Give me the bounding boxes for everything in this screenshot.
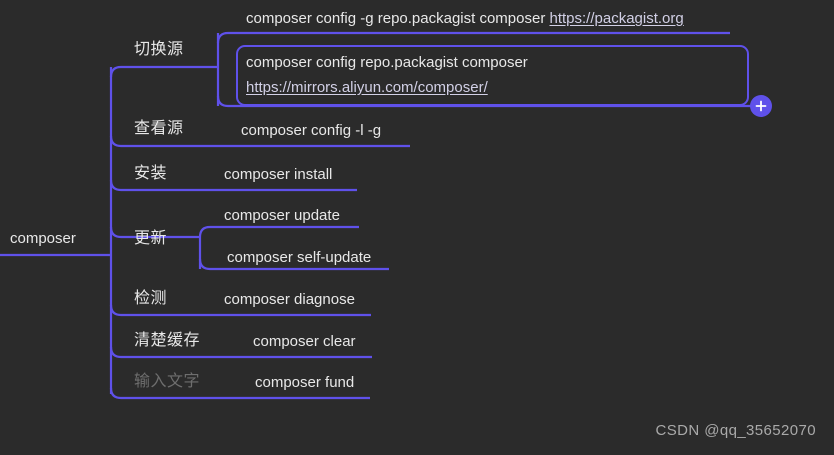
root-node-composer[interactable]: composer <box>10 228 76 249</box>
leaf-node-config-l-g[interactable]: composer config -l -g <box>241 120 381 141</box>
leaf-node-text: composer install <box>224 166 333 183</box>
leaf-node-text: composer update <box>224 207 340 224</box>
aliyun-mirror-url-link[interactable]: https://mirrors.aliyun.com/composer/ <box>246 79 488 96</box>
branch-label-clear-cache[interactable]: 清楚缓存 <box>134 330 200 351</box>
branch-label-text: 查看源 <box>134 120 184 137</box>
leaf-node-config-aliyun-mirror[interactable]: composer config repo.packagist composer … <box>246 50 743 100</box>
branch-label-diagnose[interactable]: 检测 <box>134 288 167 309</box>
watermark: CSDN @qq_35652070 <box>656 422 816 439</box>
branch-label-text: 检测 <box>134 290 168 307</box>
leaf-node-config-g-packagist[interactable]: composer config -g repo.packagist compos… <box>246 8 684 29</box>
branch-label-update[interactable]: 更新 <box>134 228 167 249</box>
leaf-node-text: composer config repo.packagist composer <box>246 54 528 71</box>
leaf-node-text: composer self-update <box>227 249 372 266</box>
leaf-node-composer-update[interactable]: composer update <box>224 205 340 226</box>
selection-highlight-box <box>236 45 749 106</box>
leaf-node-text: composer fund <box>255 374 355 391</box>
add-node-button[interactable] <box>750 95 772 117</box>
branch-label-install[interactable]: 安装 <box>134 163 167 184</box>
branch-label-text: 更新 <box>134 230 168 247</box>
leaf-node-composer-fund[interactable]: composer fund <box>255 372 354 393</box>
leaf-node-text: composer config -l -g <box>241 122 382 139</box>
branch-label-switch-source[interactable]: 切换源 <box>134 39 184 60</box>
leaf-node-composer-install[interactable]: composer install <box>224 164 332 185</box>
leaf-node-composer-self-update[interactable]: composer self-update <box>227 247 371 268</box>
root-node-label: composer <box>10 230 76 247</box>
packagist-url-link[interactable]: https://packagist.org <box>549 10 684 27</box>
leaf-node-composer-diagnose[interactable]: composer diagnose <box>224 289 355 310</box>
branch-label-view-source[interactable]: 查看源 <box>134 118 184 139</box>
leaf-node-text: composer clear <box>253 333 356 350</box>
branch-label-text: 输入文字 <box>134 373 201 390</box>
leaf-node-composer-clear[interactable]: composer clear <box>253 331 356 352</box>
branch-label-text: 切换源 <box>134 41 184 58</box>
branch-label-text: 清楚缓存 <box>134 332 201 349</box>
leaf-node-text: composer diagnose <box>224 291 355 308</box>
plus-icon <box>755 100 767 112</box>
leaf-node-text: composer config -g repo.packagist compos… <box>246 10 550 27</box>
branch-label-text: 安装 <box>134 165 168 182</box>
branch-label-placeholder[interactable]: 输入文字 <box>134 371 200 392</box>
watermark-text: CSDN @qq_35652070 <box>655 422 816 439</box>
